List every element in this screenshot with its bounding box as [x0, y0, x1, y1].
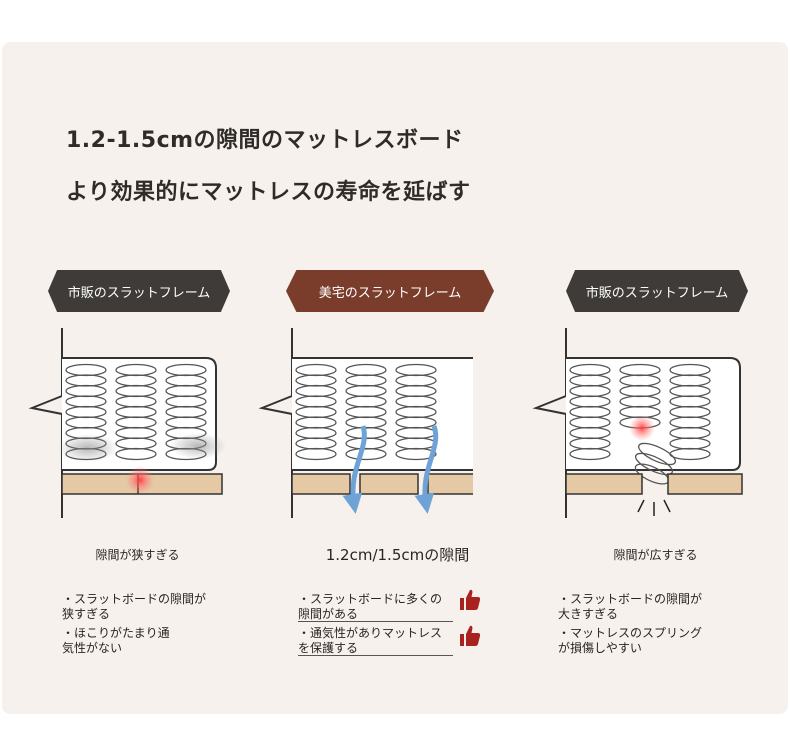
bullet-narrow-1: ・スラットボードの隙間が 狭すぎる — [62, 592, 207, 621]
bullet-ideal-1: ・スラットボードに多くの 隙間がある — [298, 592, 443, 621]
illustration-narrow-gap — [28, 328, 226, 518]
bullet-wide-1: ・スラットボードの隙間が 大きすぎる — [558, 592, 703, 621]
damaged-spring — [634, 442, 677, 485]
thumbs-up-icon — [460, 625, 481, 646]
thumbs-up-icon — [460, 589, 481, 610]
headline-line-1: 1.2-1.5cmの隙間のマットレスボード — [66, 128, 464, 153]
spring-coils — [569, 363, 711, 461]
caption-narrow: 隙間が狭すぎる — [95, 548, 180, 562]
bullet-wide-2: ・マットレスのスプリング が損傷しやすい — [558, 626, 703, 655]
underline-1 — [298, 621, 453, 622]
bullet-narrow-2: ・ほこりがたまり通 気性がない — [62, 626, 170, 655]
tag-commercial-narrow: 市販のスラットフレーム — [48, 270, 230, 312]
tag-brand-frame: 美宅のスラットフレーム — [286, 270, 494, 312]
underline-2 — [298, 655, 453, 656]
illustration-wide-gap — [532, 328, 743, 518]
caption-wide: 隙間が広すぎる — [613, 548, 698, 562]
bullet-ideal-2: ・通気性がありマットレス を保護する — [298, 626, 443, 655]
headline-line-2: より効果的にマットレスの寿命を延ばす — [66, 180, 471, 205]
tag-commercial-wide: 市販のスラットフレーム — [566, 270, 748, 312]
caption-ideal: 1.2cm/1.5cmの隙間 — [325, 546, 470, 564]
illustration-ideal-gap — [258, 328, 473, 518]
